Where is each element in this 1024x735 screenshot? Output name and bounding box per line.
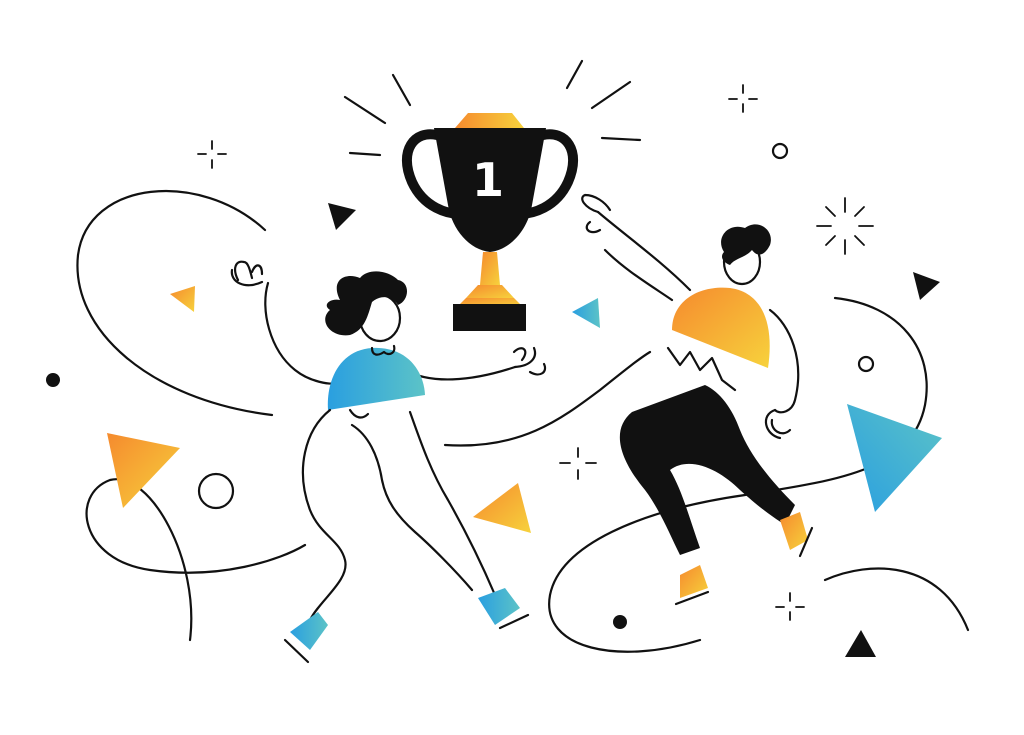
trophy-burst [343,59,642,157]
burst-sparkle-icon [816,197,874,255]
trophy-icon: 1 [402,113,578,331]
woman-legs [301,408,497,622]
dot-icon [46,373,60,387]
sparkle-icon [197,140,227,169]
triangle-icon [913,272,940,300]
man-hand [764,408,792,440]
man-figure [581,193,814,606]
sparkle-icon [559,447,597,480]
triangle-icon [572,298,600,328]
circle-icon [771,142,789,160]
triangle-icon [473,483,531,533]
triangle-icon [107,433,180,508]
triangle-icon [170,286,195,312]
sparkle-icon [728,84,758,113]
circle-icon [857,355,875,373]
sparkle-icon [775,592,805,621]
dot-icon [613,615,627,629]
woman-right-shoe [478,588,520,625]
man-right-arm [768,308,800,414]
triangle-icon [847,404,942,512]
swirl-left-lower [85,478,307,642]
man-shirt-zigzag [666,346,737,392]
trophy-rank-label: 1 [472,153,504,207]
triangle-icon [845,630,876,657]
woman-collar [370,344,396,356]
circle-icon [197,472,235,510]
swirl-right-bottom [823,567,970,632]
man-right-shoe [780,512,808,550]
man-left-shoe [680,565,708,598]
triangle-icon [328,203,356,230]
background-swirls [76,190,970,653]
woman-raised-hand [230,260,264,287]
man-pointing-arm [596,210,692,292]
woman-figure [230,260,547,664]
swirl-left-loop [76,190,274,417]
woman-raised-arm [264,281,340,385]
woman-left-shoe [290,612,328,650]
woman-right-hand [512,346,547,376]
swirl-middle-wave [443,350,652,447]
man-pointing-hand [581,193,612,234]
swirl-right-long [548,296,928,653]
woman-right-arm [403,365,517,381]
man-arm-back [603,248,674,302]
